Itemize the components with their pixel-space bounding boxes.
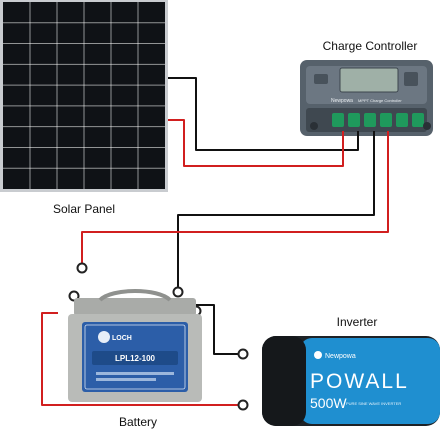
- terminal-pv-neg: [348, 113, 360, 127]
- terminal-pv-pos: [332, 113, 344, 127]
- ring-terminal: [172, 286, 184, 298]
- wire-inverter-positive: [41, 312, 238, 406]
- charge-controller-brand: Newpowa: [331, 98, 353, 104]
- battery-caption: Battery: [119, 415, 157, 429]
- inverter-rating: 500W: [310, 395, 347, 411]
- battery-lid: [74, 298, 196, 316]
- inverter-brand: Newpowa: [325, 353, 356, 360]
- battery-handle: [98, 289, 172, 302]
- terminal-load-neg: [412, 113, 424, 127]
- inverter-subline: PURE SINE WAVE INVERTER: [346, 401, 401, 406]
- wire-panel-positive: [168, 119, 344, 167]
- battery-label-border: [84, 324, 186, 390]
- battery-model-plate: [92, 351, 178, 365]
- inverter-label: Inverter: [337, 315, 378, 329]
- inverter-end-cap: [262, 336, 306, 426]
- charge-controller-terminals: [332, 113, 424, 127]
- ring-terminal: [76, 262, 88, 274]
- mount-hole-right: [423, 122, 431, 130]
- inverter-logo-icon: [314, 351, 322, 359]
- battery-brand: LOCH: [112, 335, 132, 342]
- terminal-load-pos: [396, 113, 408, 127]
- charge-controller-screen: [339, 67, 399, 93]
- terminal-bat-neg: [380, 113, 392, 127]
- solar-panel-label: Solar Panel: [53, 202, 115, 216]
- wire-battery-negative: [177, 131, 375, 287]
- inverter: Newpowa POWALL 500W PURE SINE WAVE INVER…: [262, 336, 440, 426]
- charge-controller-model: MPPT Charge Controller: [358, 98, 402, 103]
- terminal-bat-pos: [364, 113, 376, 127]
- wire-panel-negative: [168, 77, 359, 151]
- battery: LOCH LPL12-100: [68, 289, 202, 402]
- battery-label-stripe: [96, 378, 156, 381]
- wire-battery-positive: [81, 131, 389, 263]
- battery-label-stripe: [96, 372, 174, 375]
- ring-terminal: [237, 348, 249, 360]
- charge-controller-indicator: [314, 74, 328, 84]
- charge-controller-label: Charge Controller: [323, 39, 418, 53]
- inverter-product: POWALL: [310, 370, 409, 393]
- battery-logo-icon: [98, 331, 110, 343]
- charge-controller-button: [404, 72, 418, 86]
- inverter-face: [300, 338, 440, 424]
- solar-panel-grid: [3, 2, 165, 189]
- battery-model: LPL12-100: [115, 354, 156, 363]
- charge-controller: Newpowa MPPT Charge Controller: [300, 60, 433, 136]
- mount-hole-left: [310, 122, 318, 130]
- ring-terminal: [237, 399, 249, 411]
- wires: [41, 77, 389, 406]
- wire-inverter-negative: [196, 304, 238, 355]
- solar-panel: [0, 0, 168, 192]
